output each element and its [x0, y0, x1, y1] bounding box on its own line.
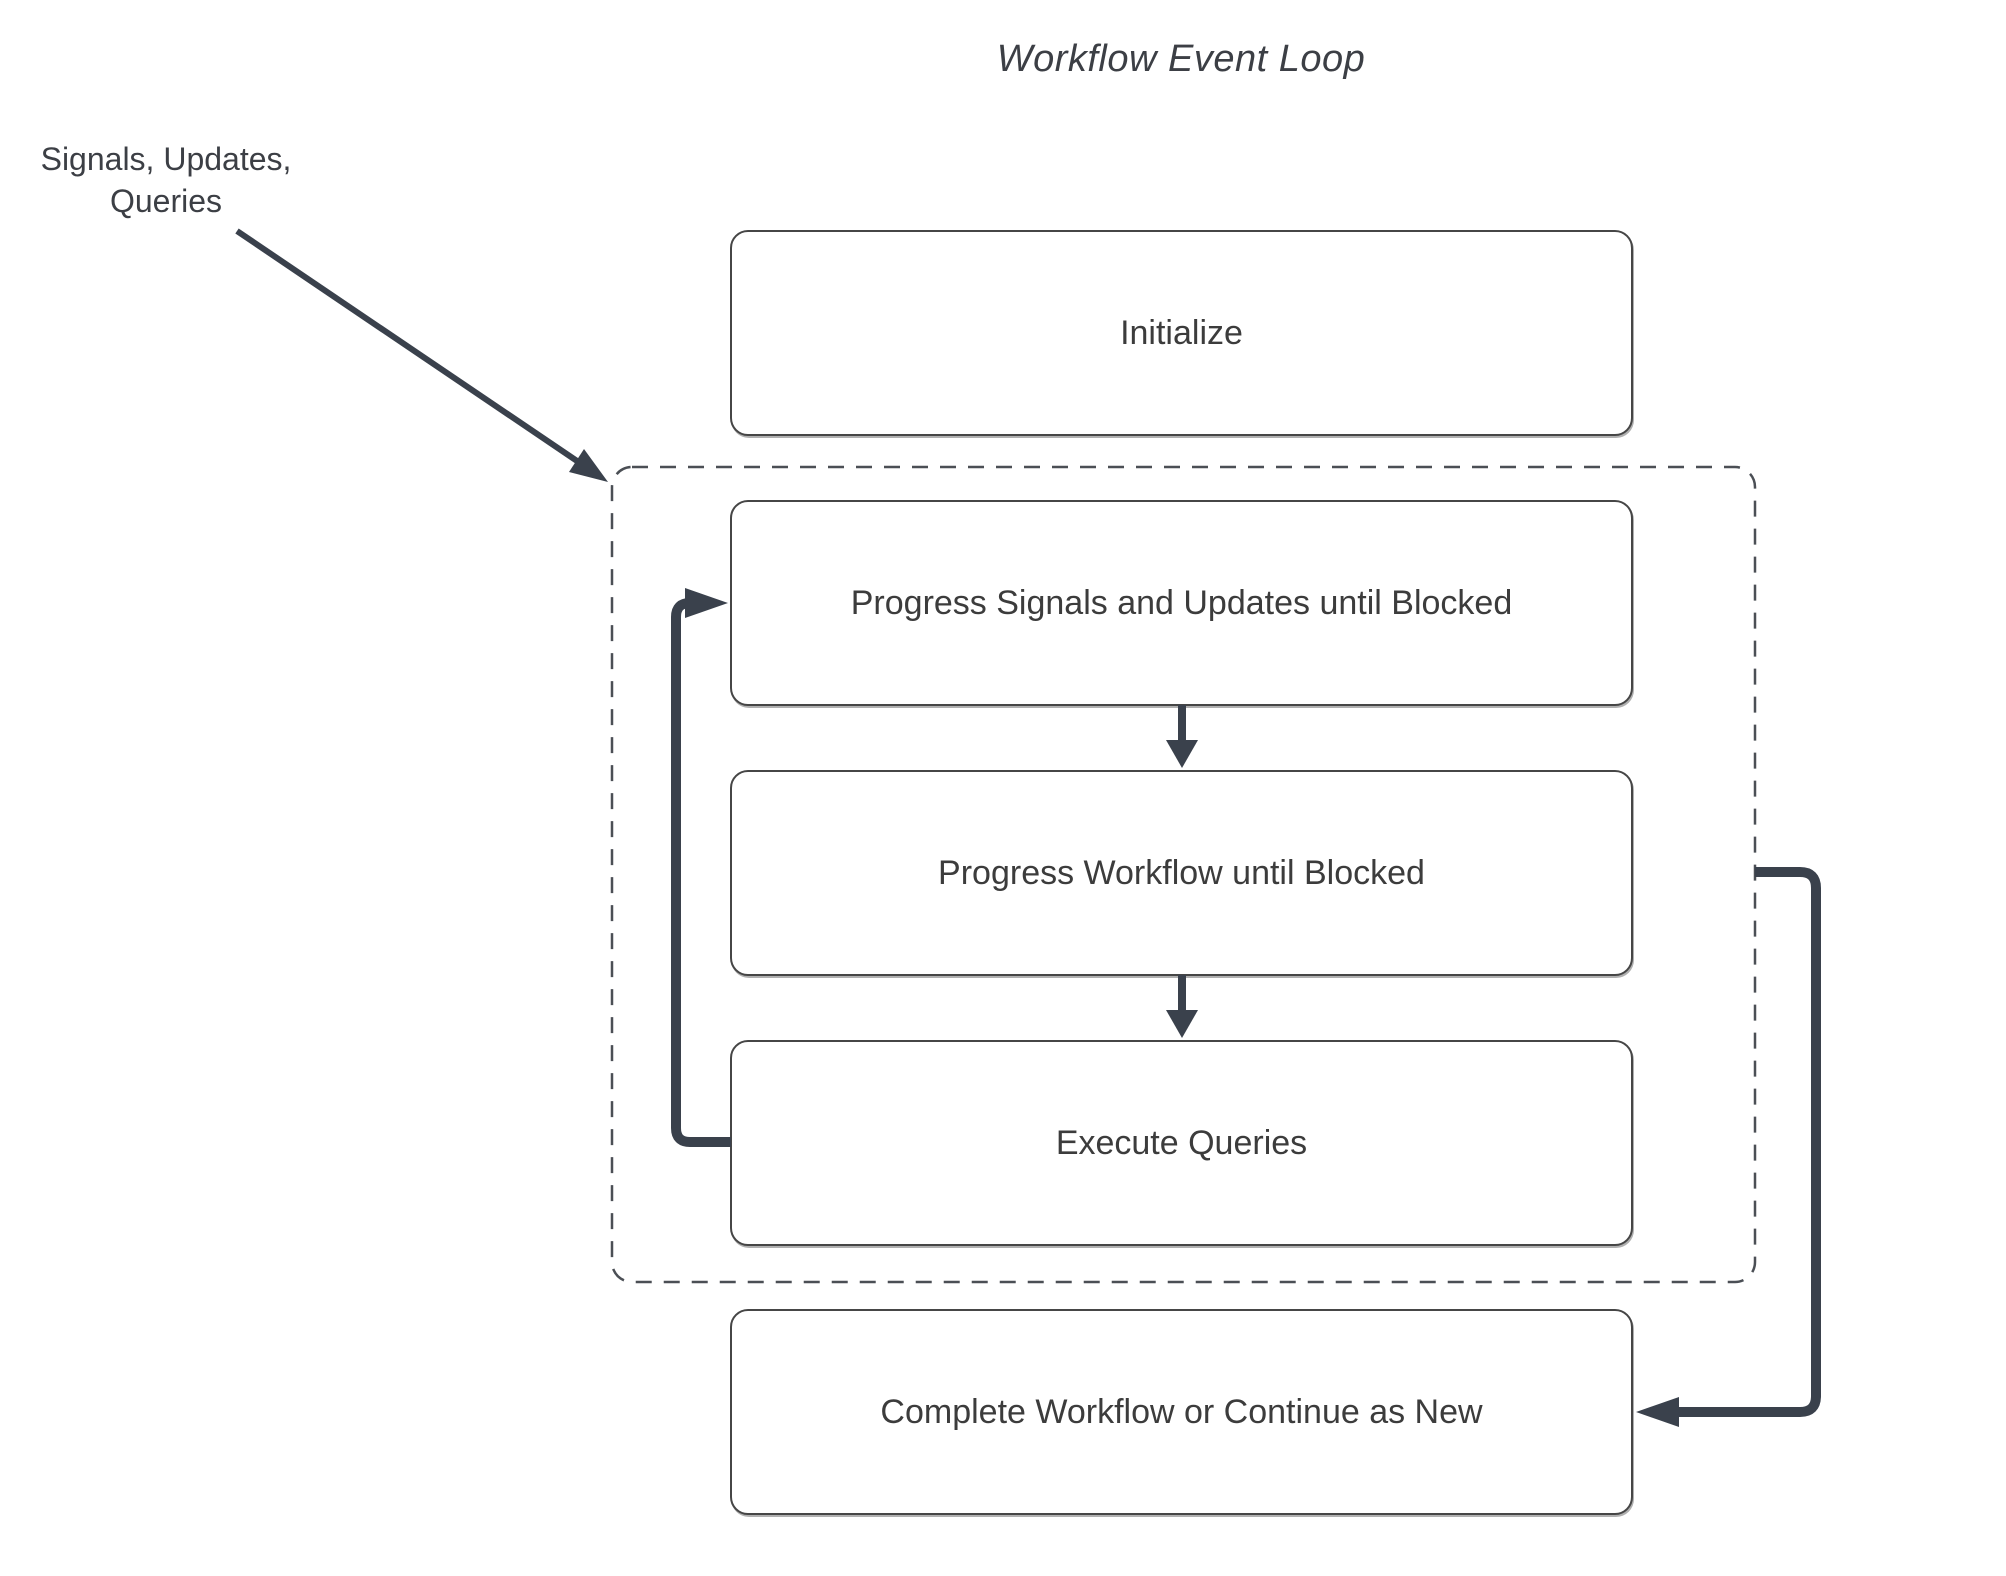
input-label-line2: Queries — [109, 183, 223, 219]
node-complete-workflow: Complete Workflow or Continue as New — [730, 1309, 1633, 1515]
arrow-signals-to-workflow — [1166, 705, 1198, 768]
arrow-loop-to-complete — [1636, 867, 1821, 1427]
node-progress-workflow-label: Progress Workflow until Blocked — [938, 853, 1425, 892]
node-initialize-label: Initialize — [1120, 313, 1243, 352]
node-initialize: Initialize — [730, 230, 1633, 436]
node-complete-workflow-label: Complete Workflow or Continue as New — [880, 1392, 1483, 1431]
arrow-loop-back — [671, 588, 731, 1147]
diagram-title: Workflow Event Loop — [996, 38, 1366, 80]
input-label: Signals, Updates, Queries — [16, 138, 316, 222]
node-progress-workflow: Progress Workflow until Blocked — [730, 770, 1633, 976]
input-label-line1: Signals, Updates, — [40, 141, 292, 177]
arrow-input-to-loop — [235, 228, 608, 482]
node-execute-queries-label: Execute Queries — [1055, 1123, 1308, 1162]
node-execute-queries: Execute Queries — [730, 1040, 1633, 1246]
node-progress-signals: Progress Signals and Updates until Block… — [730, 500, 1633, 706]
node-progress-signals-label: Progress Signals and Updates until Block… — [850, 583, 1513, 622]
arrow-workflow-to-queries — [1166, 975, 1198, 1038]
